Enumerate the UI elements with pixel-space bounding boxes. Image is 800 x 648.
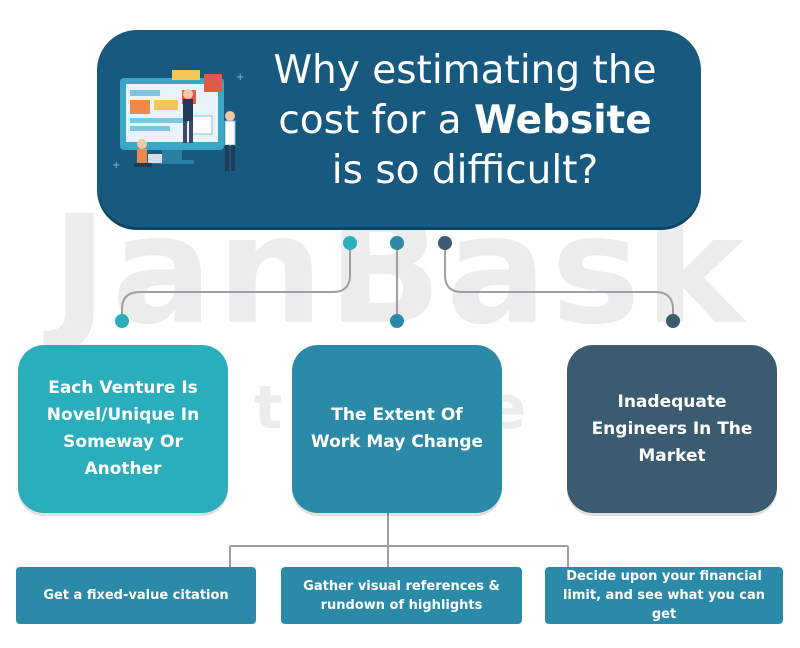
connector-left bbox=[121, 243, 351, 320]
connector-dot-top-left bbox=[343, 236, 357, 250]
subitem-financial-limit: Decide upon your financial limit, and se… bbox=[545, 567, 783, 624]
title-line-2-bold: Website bbox=[473, 98, 652, 143]
title-line-1: Why estimating the bbox=[273, 48, 657, 93]
svg-text:+: + bbox=[112, 160, 120, 171]
connector-dot-top-right bbox=[438, 236, 452, 250]
card-novel-venture: Each Venture Is Novel/Unique In Someway … bbox=[18, 345, 228, 513]
title-line-3: is so difficult? bbox=[331, 148, 599, 193]
connector-dot-bottom-middle bbox=[390, 314, 404, 328]
card-work-extent: The Extent Of Work May Change bbox=[292, 345, 502, 513]
connector-dot-bottom-right bbox=[666, 314, 680, 328]
subitem-visual-references-label: Gather visual references & rundown of hi… bbox=[303, 578, 500, 613]
subitem-financial-limit-label: Decide upon your financial limit, and se… bbox=[562, 569, 766, 622]
svg-text:+: + bbox=[236, 72, 244, 83]
web-design-illustration: + + bbox=[112, 70, 244, 171]
subitem-fixed-value-citation-label: Get a fixed-value citation bbox=[43, 588, 229, 603]
card-inadequate-engineers-label: Inadequate Engineers In The Market bbox=[591, 391, 753, 466]
subitem-visual-references: Gather visual references & rundown of hi… bbox=[281, 567, 522, 624]
card-novel-venture-label: Each Venture Is Novel/Unique In Someway … bbox=[46, 378, 200, 479]
connector-dot-bottom-left bbox=[115, 314, 129, 328]
connector-sub bbox=[229, 513, 569, 567]
card-inadequate-engineers: Inadequate Engineers In The Market bbox=[567, 345, 777, 513]
page-title: Why estimating the cost for a Website is… bbox=[245, 46, 685, 196]
card-work-extent-label: The Extent Of Work May Change bbox=[310, 405, 484, 452]
title-line-2: cost for a Website bbox=[245, 96, 685, 146]
subitem-fixed-value-citation: Get a fixed-value citation bbox=[16, 567, 256, 624]
connector-right bbox=[444, 243, 674, 320]
title-line-2-prefix: cost for a bbox=[278, 98, 474, 143]
connector-dot-top-middle bbox=[390, 236, 404, 250]
